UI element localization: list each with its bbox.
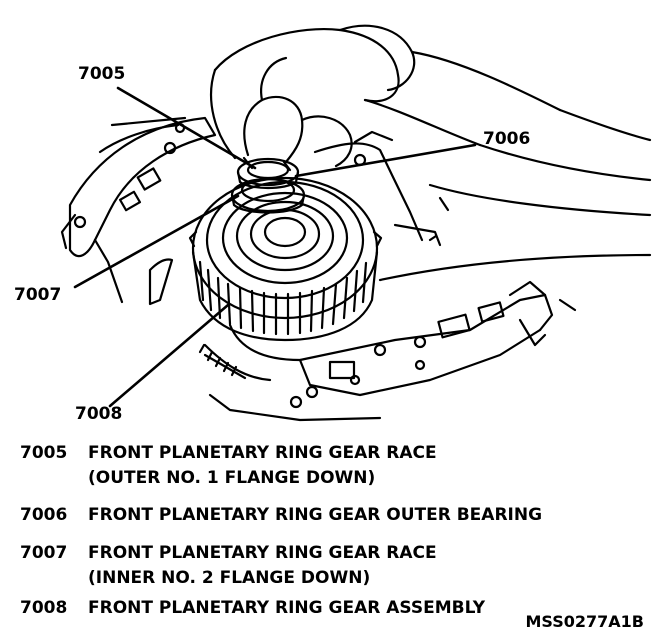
race-7005: [236, 157, 300, 190]
legend-part-description: FRONT PLANETARY RING GEAR ASSEMBLY: [88, 598, 486, 618]
technician-hand: [210, 24, 562, 172]
legend-part-number: 7007: [20, 543, 68, 563]
technician-arm: [378, 108, 652, 282]
ring-gear-assembly-7008: [188, 176, 383, 342]
callout-7005: 7005: [78, 64, 126, 84]
callout-7008: 7008: [75, 404, 123, 424]
legend-part-description: FRONT PLANETARY RING GEAR OUTER BEARING: [88, 505, 543, 525]
ring-gear-installation-illustration: [60, 24, 652, 422]
legend-part-note: (INNER NO. 2 FLANGE DOWN): [88, 568, 371, 588]
legend-part-description: FRONT PLANETARY RING GEAR RACE: [88, 543, 437, 563]
legend-part-number: 7005: [20, 443, 68, 463]
legend-part-description: FRONT PLANETARY RING GEAR RACE: [88, 443, 437, 463]
transmission-case-right: [313, 130, 442, 247]
figure-code: MSS0277A1B: [525, 612, 645, 631]
transmission-case-left: [60, 116, 217, 306]
legend-part-number: 7006: [20, 505, 68, 525]
legend-part-note: (OUTER NO. 1 FLANGE DOWN): [88, 468, 376, 488]
transmission-case-lower: [198, 280, 577, 422]
legend-part-number: 7008: [20, 598, 68, 618]
callout-7006: 7006: [483, 129, 531, 149]
callout-7007: 7007: [14, 285, 62, 305]
leader-lines: [73, 86, 477, 408]
